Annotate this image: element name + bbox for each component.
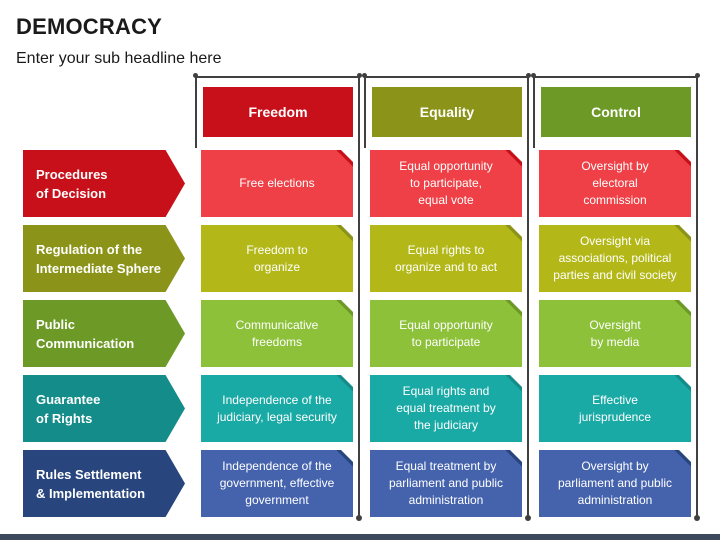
cell-procedures-control: Oversight by electoral commission	[539, 150, 691, 217]
column-bracket-equality	[362, 73, 531, 148]
cell-rights-freedom: Independence of the judiciary, legal sec…	[201, 375, 353, 442]
column-bracket-control	[531, 73, 700, 148]
column-header-freedom: Freedom	[203, 87, 353, 137]
column-divider-1-end	[356, 515, 362, 521]
cell-procedures-equality: Equal opportunity to participate, equal …	[370, 150, 522, 217]
page-subtitle: Enter your sub headline here	[16, 50, 222, 67]
cell-regulation-freedom: Freedom to organize	[201, 225, 353, 292]
cell-communication-freedom: Communicative freedoms	[201, 300, 353, 367]
cell-communication-equality: Equal opportunity to participate	[370, 300, 522, 367]
cell-rules-control: Oversight by parliament and public admin…	[539, 450, 691, 517]
column-divider-2-end	[525, 515, 531, 521]
row-label-rules-settlement-implementation: Rules Settlement & Implementation	[23, 450, 185, 517]
column-divider-2	[527, 146, 529, 518]
bottom-bar	[0, 534, 720, 540]
column-header-equality: Equality	[372, 87, 522, 137]
row-label-guarantee-of-rights: Guarantee of Rights	[23, 375, 185, 442]
column-divider-1	[358, 146, 360, 518]
row-label-regulation-intermediate-sphere: Regulation of the Intermediate Sphere	[23, 225, 185, 292]
cell-procedures-freedom: Free elections	[201, 150, 353, 217]
column-divider-3	[696, 146, 698, 518]
cell-communication-control: Oversight by media	[539, 300, 691, 367]
cell-regulation-control: Oversight via associations, political pa…	[539, 225, 691, 292]
row-label-public-communication: Public Communication	[23, 300, 185, 367]
column-header-control: Control	[541, 87, 691, 137]
cell-rights-equality: Equal rights and equal treatment by the …	[370, 375, 522, 442]
cell-rules-freedom: Independence of the government, effectiv…	[201, 450, 353, 517]
cell-rights-control: Effective jurisprudence	[539, 375, 691, 442]
column-bracket-freedom	[193, 73, 362, 148]
column-divider-3-end	[694, 515, 700, 521]
page-title: DEMOCRACY	[16, 14, 163, 39]
row-label-procedures-of-decision: Procedures of Decision	[23, 150, 185, 217]
cell-regulation-equality: Equal rights to organize and to act	[370, 225, 522, 292]
cell-rules-equality: Equal treatment by parliament and public…	[370, 450, 522, 517]
